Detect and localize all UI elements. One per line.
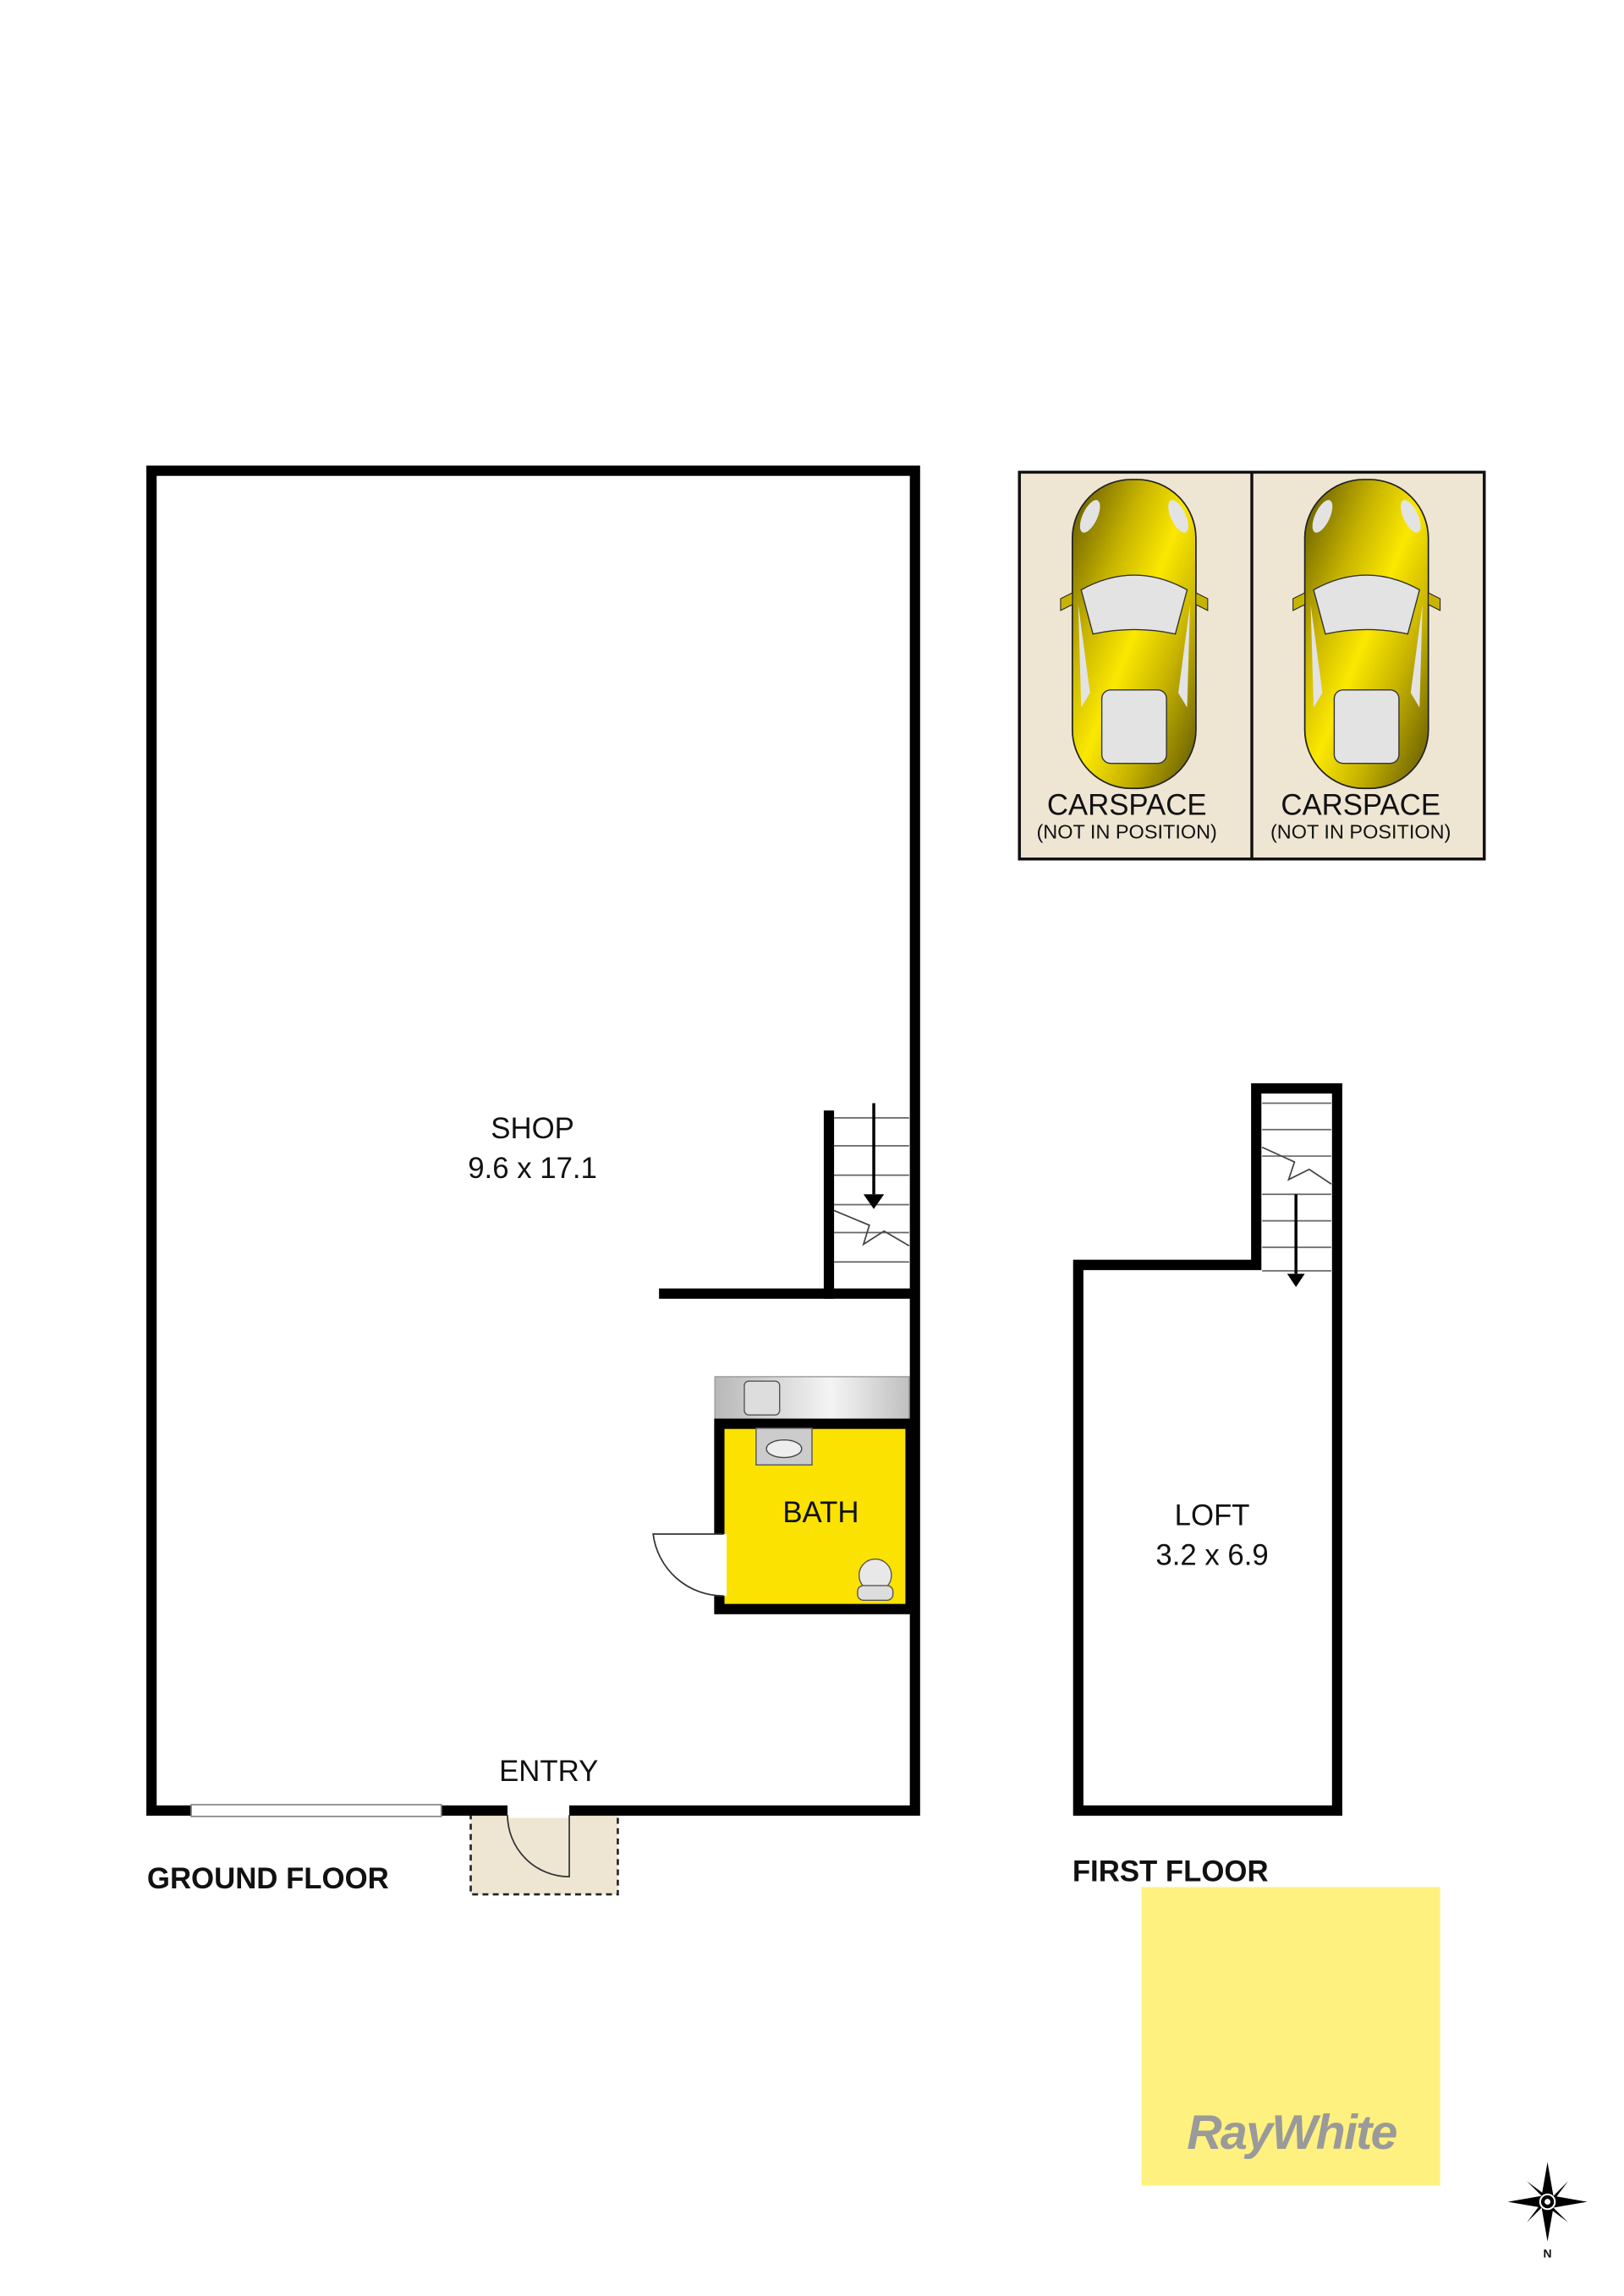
loft-wall [1073,1082,1342,1817]
bath-door-gap [711,1534,727,1597]
toilet-icon [857,1558,894,1601]
compass-north-label: N [1544,2247,1552,2260]
shop-label: SHOP [491,1113,574,1145]
window [190,1804,442,1817]
sink-icon [743,1380,781,1416]
shop-dimensions: 9.6 x 17.1 [468,1153,597,1185]
car-icon [1060,479,1209,790]
bath-label: BATH [782,1497,859,1529]
carspace-label: CARSPACE [1047,790,1207,822]
entry-door-gap [508,1803,570,1818]
partition-wall [659,1288,915,1299]
bath-door [652,1533,724,1597]
ray-white-logo: RayWhite [1141,1887,1440,2186]
entry-label: ENTRY [499,1756,598,1788]
car-icon [1292,479,1441,790]
entry-porch [469,1809,619,1896]
loft-label: LOFT [1175,1500,1250,1532]
logo-text: RayWhite [1187,2106,1396,2160]
carspace-label: CARSPACE [1281,790,1440,822]
first-floor-title: FIRST FLOOR [1073,1855,1269,1888]
compass-icon [1507,2162,1588,2242]
carspaces: CARSPACE (NOT IN POSITION) CARSPACE (NOT… [1018,470,1486,861]
entry-door [507,1815,570,1878]
carspace-note: (NOT IN POSITION) [1270,820,1451,842]
ground-floor-plan: SHOP 9.6 x 17.1 BATH ENTRY GROUND FLOOR [146,465,920,1896]
ground-floor-title: GROUND FLOOR [147,1863,389,1895]
stair-wall [823,1110,835,1299]
loft-dimensions: 3.2 x 6.9 [1155,1540,1268,1572]
stairs [833,1103,910,1263]
first-floor-plan: LOFT 3.2 x 6.9 FIRST FLOOR [1073,1082,1342,1888]
carspace-note: (NOT IN POSITION) [1036,820,1216,842]
